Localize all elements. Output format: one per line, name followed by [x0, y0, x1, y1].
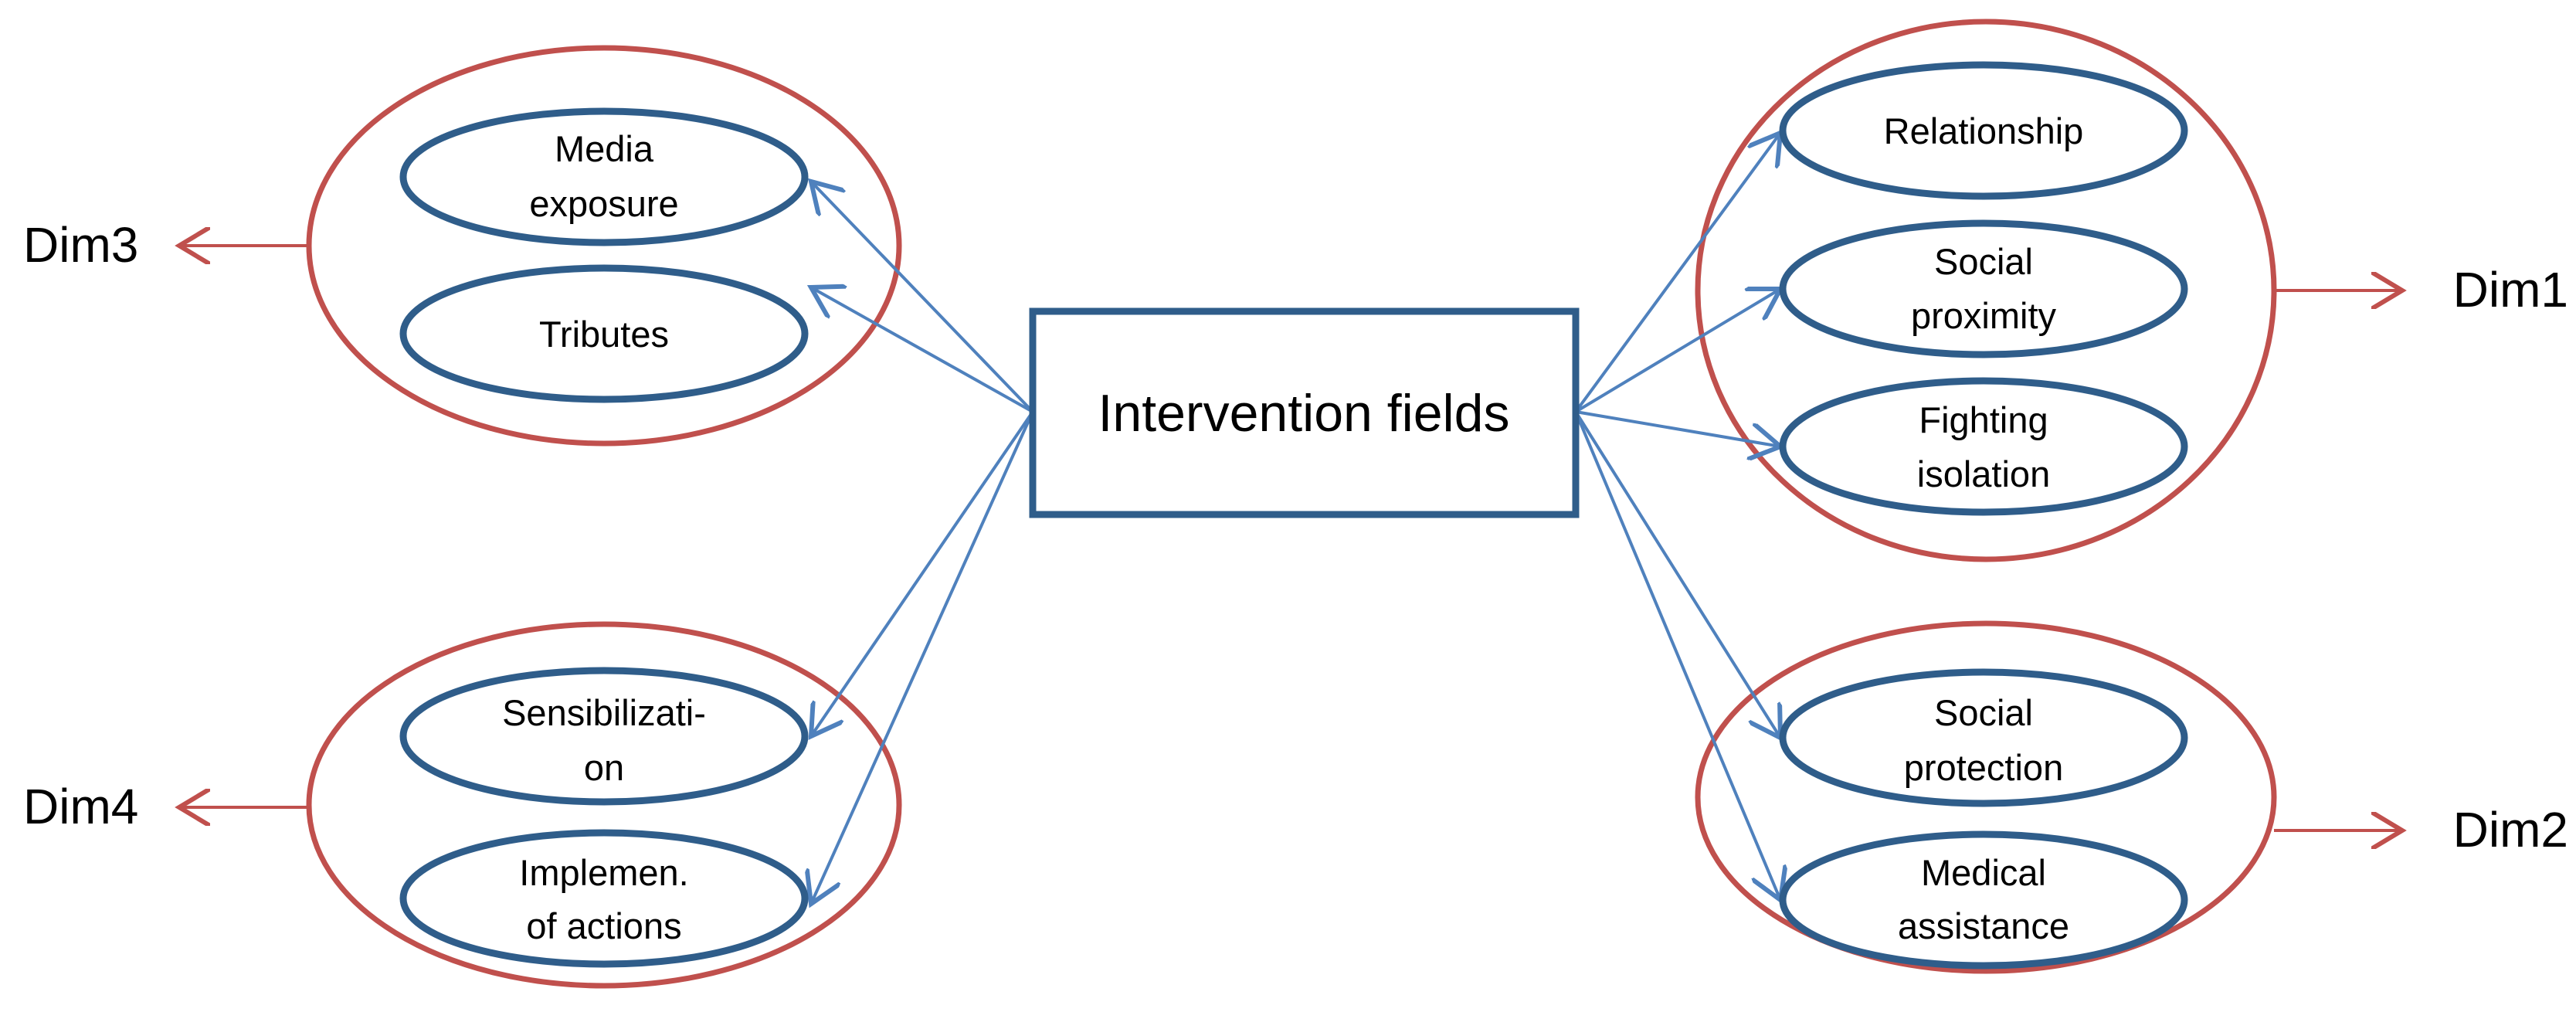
node-social-protection	[1779, 668, 2188, 807]
node-social-proximity-line-2: proximity	[1911, 295, 2057, 336]
link-to-relationship	[1574, 133, 1780, 413]
node-fighting-isolation	[1779, 377, 2188, 516]
center-box	[1029, 307, 1580, 518]
node-relationship	[1779, 61, 2188, 200]
node-media-exposure-line-2: exposure	[529, 183, 678, 224]
node-social-protection-line-1: Social	[1934, 692, 2033, 733]
link-to-sensibilization	[811, 410, 1034, 736]
node-media-exposure	[399, 107, 809, 246]
dim4-label: Dim4	[23, 779, 138, 834]
node-medical-assistance-line-1: Medical	[1921, 852, 2046, 893]
node-medical-assistance	[1779, 830, 2188, 970]
link-to-fighting-isolation	[1575, 410, 1780, 447]
node-social-protection-line-2: protection	[1904, 747, 2063, 788]
link-to-social-proximity	[1574, 289, 1780, 413]
center-label: Intervention fields	[1098, 384, 1510, 443]
node-medical-assistance-line-2: assistance	[1898, 905, 2069, 946]
node-sensibilization-line-1: Sensibilizati-	[502, 692, 706, 733]
node-implementation-of-actions	[399, 829, 809, 968]
node-relationship-line-1: Relationship	[1884, 110, 2084, 151]
node-tributes-line-1: Tributes	[539, 314, 669, 355]
link-to-medical-assistance	[1574, 411, 1780, 900]
node-sensibilization	[399, 667, 809, 806]
node-fighting-isolation-line-2: isolation	[1917, 453, 2050, 494]
node-fighting-isolation-line-1: Fighting	[1919, 399, 2048, 440]
link-to-implementation	[811, 411, 1034, 904]
node-social-proximity-line-1: Social	[1934, 241, 2033, 282]
link-to-social-protection	[1574, 410, 1780, 738]
link-to-media-exposure	[811, 182, 1034, 413]
node-social-proximity	[1779, 219, 2188, 358]
link-to-tributes	[811, 287, 1033, 413]
node-media-exposure-line-1: Media	[555, 128, 654, 169]
dim3-label: Dim3	[23, 217, 138, 273]
node-implementation-of-actions-line-1: Implemen.	[519, 852, 688, 893]
node-implementation-of-actions-line-2: of actions	[526, 905, 681, 946]
node-sensibilization-line-2: on	[584, 747, 624, 788]
node-tributes	[399, 264, 809, 403]
group-dim4	[306, 621, 902, 989]
group-dim2	[1695, 620, 2277, 974]
dim1-label: Dim1	[2453, 262, 2568, 318]
dim2-label: Dim2	[2453, 802, 2568, 858]
